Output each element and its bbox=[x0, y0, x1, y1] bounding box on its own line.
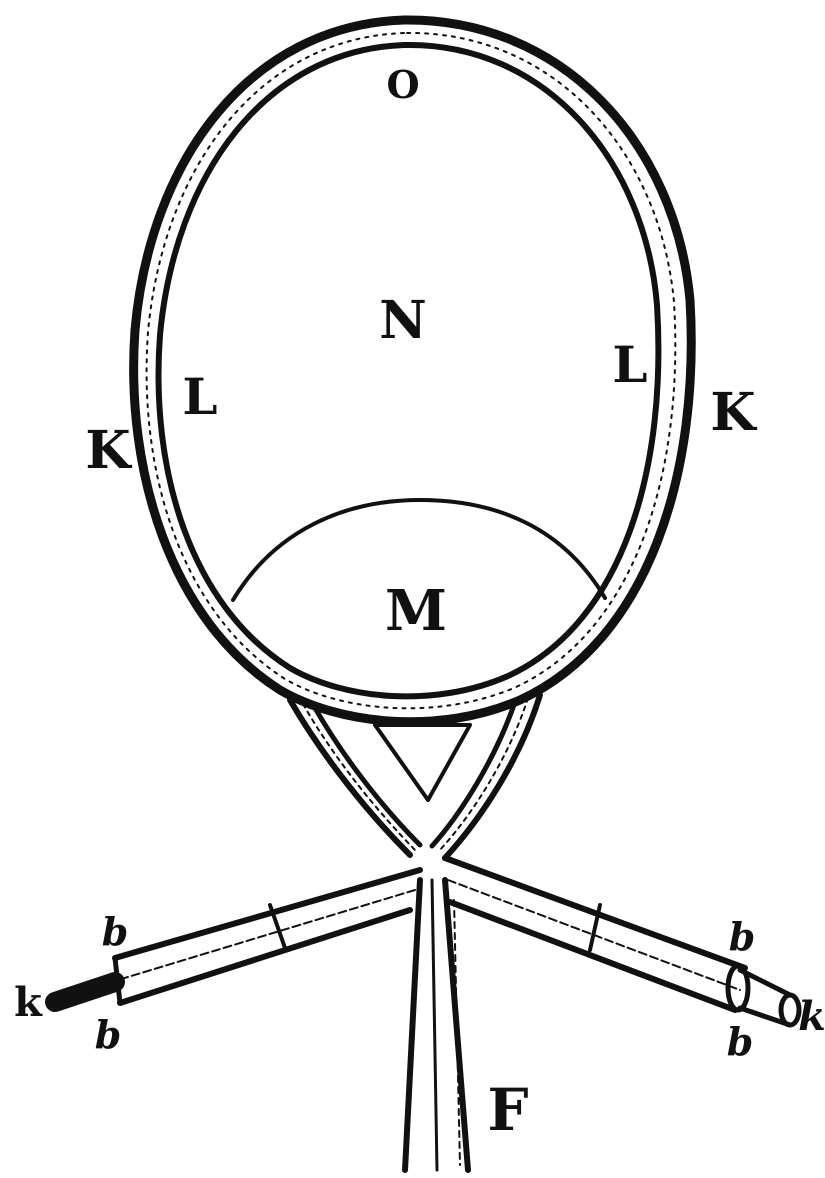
label-m: M bbox=[385, 578, 447, 644]
label-k-end-right: k bbox=[798, 993, 825, 1040]
left-tube-bottom bbox=[120, 910, 410, 1003]
label-k-left: K bbox=[85, 420, 132, 481]
label-l-left: L bbox=[182, 367, 217, 426]
right-tube-bottom bbox=[450, 902, 735, 1010]
label-f: F bbox=[487, 1076, 528, 1144]
stem-inner-line bbox=[432, 880, 437, 1170]
left-rod bbox=[55, 982, 115, 1002]
label-l-right: L bbox=[612, 335, 647, 394]
label-n: N bbox=[379, 290, 427, 351]
label-b-left-bottom: b bbox=[95, 1012, 122, 1057]
nerve-gap-triangle bbox=[375, 725, 470, 800]
label-k-end-left: k bbox=[14, 979, 43, 1026]
stem-left-edge bbox=[405, 880, 420, 1170]
right-tube-top bbox=[445, 858, 745, 968]
label-b-left-top: b bbox=[102, 909, 129, 954]
left-tube-top bbox=[115, 870, 420, 958]
label-b-right-bottom: b bbox=[727, 1019, 754, 1064]
left-tube-hatch bbox=[118, 890, 415, 980]
label-o: O bbox=[386, 62, 419, 107]
nerve-left-inner bbox=[315, 708, 420, 845]
label-b-right-top: b bbox=[729, 914, 756, 959]
right-rod-end bbox=[781, 995, 799, 1025]
label-k-right: K bbox=[710, 382, 757, 443]
